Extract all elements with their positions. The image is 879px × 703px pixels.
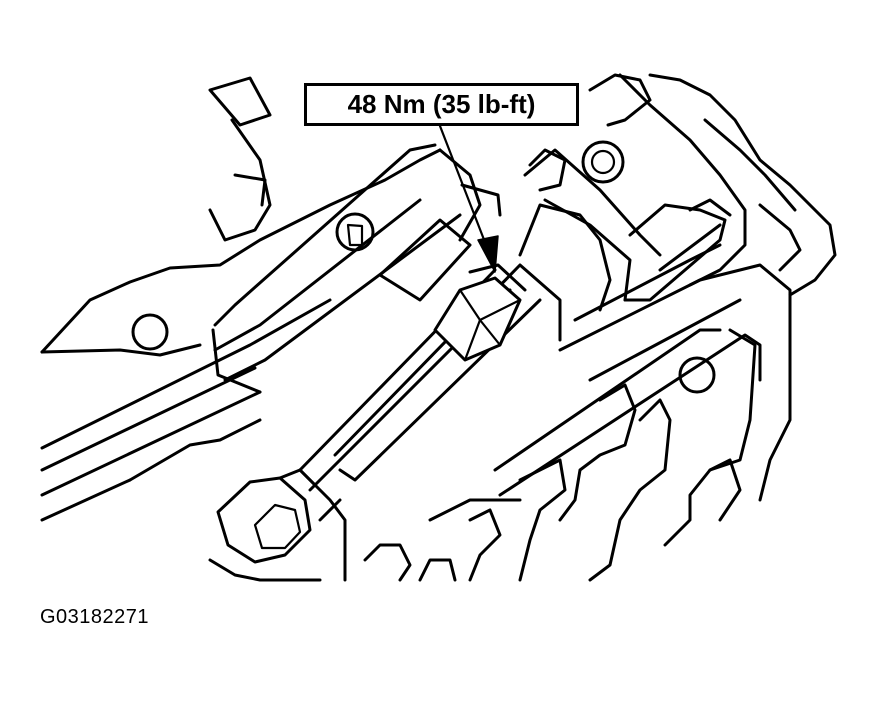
right-upper-bolt (581, 140, 625, 184)
lower-right-channels (363, 383, 742, 582)
main-bracket-arm (211, 143, 502, 394)
right-housing (428, 73, 837, 547)
upper-left-bolt (335, 212, 375, 252)
torque-link (298, 218, 562, 492)
right-mount (518, 148, 732, 312)
torque-nut (433, 263, 527, 362)
right-bolt-hole (678, 356, 716, 394)
torque-value-label: 48 Nm (35 lb-ft) (347, 89, 536, 119)
lower-bushing (216, 468, 317, 564)
left-frame (40, 76, 442, 522)
lower-base (128, 418, 347, 582)
callout-arrow (438, 124, 499, 273)
figure-code: G03182271 (40, 606, 150, 628)
left-bolt-hole (131, 313, 169, 351)
torque-callout-box: 48 Nm (35 lb-ft) (304, 83, 579, 126)
